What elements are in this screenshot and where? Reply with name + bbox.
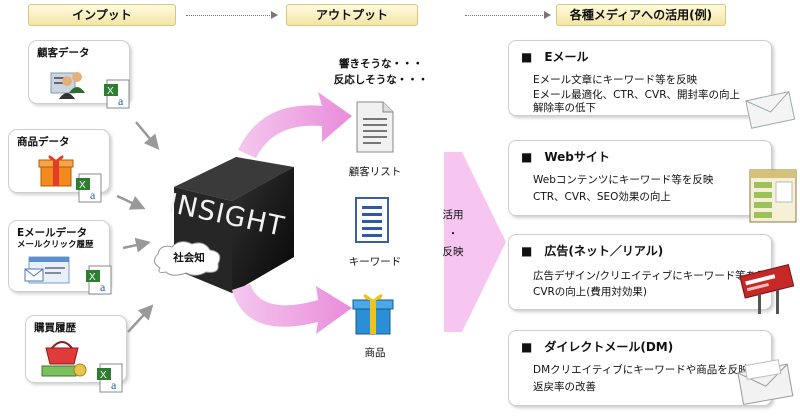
input-header: インプット	[28, 4, 176, 26]
cloud-label: 社会知	[173, 252, 205, 264]
apply-arrow	[444, 152, 506, 332]
media-line: 返戻率の改善	[533, 381, 596, 393]
output-header: アウトプット	[286, 4, 418, 26]
media-line: Eメール文章にキーワード等を反映	[533, 74, 698, 86]
output-note-line2: 反応しそうな・・・	[333, 74, 429, 86]
svg-text:X: X	[89, 272, 96, 283]
media-title: ■ ダイレクトメール(DM)	[521, 340, 674, 354]
media-card-dm: ■ ダイレクトメール(DM) DMクリエイティブにキーワードや商品を反映 返戻率…	[508, 330, 772, 406]
excel-icon: X a	[97, 363, 123, 393]
billboard-icon	[739, 263, 795, 314]
header-arrow-1	[186, 11, 278, 19]
email-window-icon	[24, 256, 70, 284]
svg-text:a: a	[118, 94, 124, 108]
input-label: Eメールデータ	[17, 227, 88, 239]
output-keyword: キーワード	[348, 256, 402, 268]
media-line: DMクリエイティブにキーワードや商品を反映	[533, 364, 749, 376]
gift-icon	[38, 155, 74, 187]
input-label: 顧客データ	[37, 47, 90, 59]
apply-line3: 反映	[442, 246, 464, 258]
excel-icon: X a	[76, 173, 102, 203]
input-card-purchase: 購買履歴	[25, 315, 127, 383]
shopping-basket-icon	[41, 341, 87, 377]
excel-icon: X a	[86, 265, 112, 295]
svg-text:X: X	[107, 86, 114, 97]
cloud-shape	[154, 241, 221, 276]
customers-icon	[50, 72, 85, 99]
svg-text:X: X	[100, 370, 107, 381]
media-title: ■ Webサイト	[521, 150, 610, 164]
header-arrow-2	[465, 11, 551, 19]
excel-icon: X a	[104, 79, 130, 109]
output-customer-list: 顧客リスト	[348, 166, 402, 178]
output-product: 商品	[364, 347, 386, 359]
input-label: 購買履歴	[34, 322, 76, 334]
input-card-email: Eメールデータ メールクリック履歴	[8, 220, 110, 292]
media-title: ■ 広告(ネット／リアル)	[521, 244, 664, 258]
media-card-ad: ■ 広告(ネット／リアル) 広告デザイン/クリエイティブにキーワード等を反映 C…	[508, 234, 777, 310]
media-line: 解除率の低下	[533, 102, 596, 114]
media-line: Webコンテンツにキーワード等を反映	[533, 174, 714, 186]
media-title: ■ Eメール	[521, 50, 589, 64]
media-card-website: ■ Webサイト Webコンテンツにキーワード等を反映 CTR、CVR、SEO効…	[508, 140, 772, 216]
gift-icon	[352, 294, 394, 335]
website-icon	[749, 169, 797, 223]
svg-text:X: X	[79, 180, 86, 191]
apply-line1: 活用	[442, 209, 464, 221]
output-note-line1: 響きそうな・・・	[339, 58, 423, 70]
document-icon	[356, 101, 394, 153]
input-label: 商品データ	[17, 136, 70, 148]
svg-text:a: a	[100, 280, 106, 294]
media-line: CTR、CVR、SEO効果の向上	[533, 191, 671, 203]
svg-text:a: a	[90, 188, 96, 202]
media-line: 広告デザイン/クリエイティブにキーワード等を反映	[533, 270, 778, 282]
dm-envelope-icon	[737, 359, 794, 405]
media-line: Eメール最適化、CTR、CVR、開封率の向上	[533, 89, 740, 101]
svg-text:a: a	[111, 378, 117, 392]
media-header: 各種メディアへの活用(例)	[556, 4, 726, 26]
input-sublabel: メールクリック履歴	[17, 240, 94, 250]
media-card-email: ■ Eメール Eメール文章にキーワード等を反映 Eメール最適化、CTR、CVR、…	[508, 40, 772, 116]
envelope-icon	[745, 91, 796, 129]
media-line: CVRの向上(費用対効果)	[533, 286, 648, 298]
apply-line2: ・	[447, 228, 459, 240]
keyword-list-icon	[355, 197, 389, 243]
